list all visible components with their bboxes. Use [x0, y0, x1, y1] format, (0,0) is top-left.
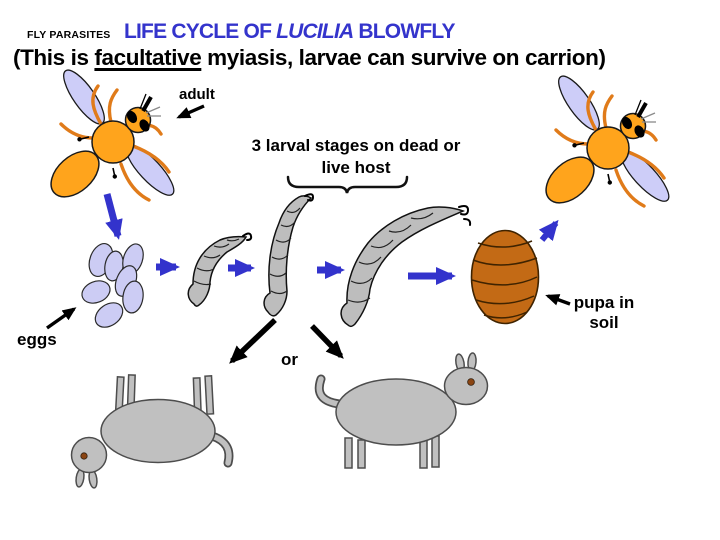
title-species: LUCILIA [276, 20, 354, 43]
arrow-eggs-label [46, 307, 77, 330]
arrow-to-dead-host [229, 318, 277, 364]
arrow-fly-to-eggs [103, 193, 123, 240]
larval-stages-line1: 3 larval stages on dead or [251, 136, 461, 155]
pupa-illustration [470, 229, 540, 325]
eyebrow-label: FLY PARASITES [27, 29, 111, 41]
arrow-pupa-to-fly [538, 219, 559, 242]
larva-stage-3-illustration [340, 205, 472, 328]
title-prefix: LIFE CYCLE OF [124, 20, 277, 43]
subtitle-prefix: (This is [13, 45, 95, 70]
larval-stages-brace [286, 175, 409, 194]
arrow-adult-label [176, 104, 205, 119]
adult-fly-left-illustration [40, 62, 183, 208]
adult-label: adult [179, 86, 215, 103]
live-host-illustration [314, 352, 489, 469]
subtitle-underlined-word: facultative [94, 45, 202, 70]
dead-host-illustration [70, 374, 234, 489]
page-title: LIFE CYCLE OF LUCILIA BLOWFLY [124, 20, 456, 44]
arrow-pupa-label [545, 294, 571, 306]
egg-cluster-illustration [81, 242, 144, 328]
live-host-eye [467, 378, 475, 386]
adult-fly-right-illustration [535, 68, 678, 214]
pupa-label-line2: soil [589, 313, 619, 332]
dead-host-eye [80, 452, 88, 460]
larva-stage-1-illustration [187, 232, 253, 307]
subtitle: (This is facultative myiasis, larvae can… [13, 45, 606, 71]
or-label: or [281, 350, 298, 369]
arrow-to-live-host [310, 324, 344, 359]
pupa-label-line1: pupa in [573, 293, 635, 312]
title-suffix: BLOWFLY [353, 20, 455, 43]
larval-stages-line2: live host [321, 158, 391, 177]
larva-stage-2-illustration [263, 193, 315, 317]
pupa-label: pupa in soil [563, 293, 645, 333]
subtitle-suffix: myiasis, larvae can survive on carrion) [201, 45, 606, 70]
eggs-label: eggs [17, 330, 57, 349]
larval-stages-label: 3 larval stages on dead or live host [240, 135, 472, 179]
